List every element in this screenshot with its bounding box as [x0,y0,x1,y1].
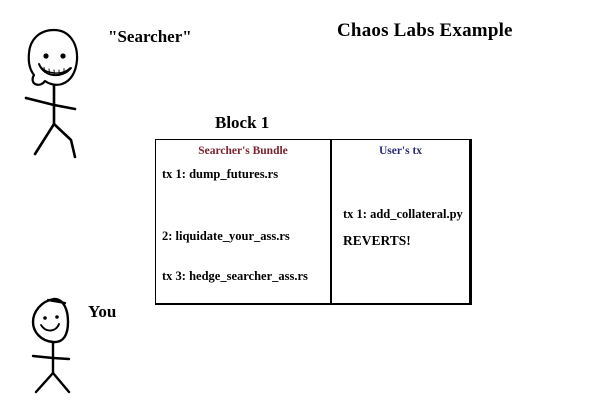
column-header-user-tx: User's tx [378,145,423,157]
column-searcher-bundle: Searcher's Bundle tx 1: dump_futures.rs … [156,140,332,303]
block-table: Searcher's Bundle tx 1: dump_futures.rs … [155,139,472,305]
block-title: Block 1 [215,113,270,132]
searcher-label: "Searcher" [108,27,192,46]
column-user-tx: User's tx tx 1: add_collateral.py REVERT… [332,140,469,303]
column-header-searcher-bundle: Searcher's Bundle [198,145,288,157]
user-label: You [88,302,117,321]
transaction-row: tx 1: dump_futures.rs [162,167,279,181]
transaction-revert-status: REVERTS! [343,233,411,248]
transaction-row: tx 3: hedge_searcher_ass.rs [162,269,308,283]
transaction-row: 2: liquidate_your_ass.rs [162,229,290,243]
smiling-stick-figure [31,297,71,394]
transaction-row: tx 1: add_collateral.py [343,207,463,221]
grinning-wojak-stick-figure [24,28,79,159]
diagram-title: Chaos Labs Example [337,20,513,41]
